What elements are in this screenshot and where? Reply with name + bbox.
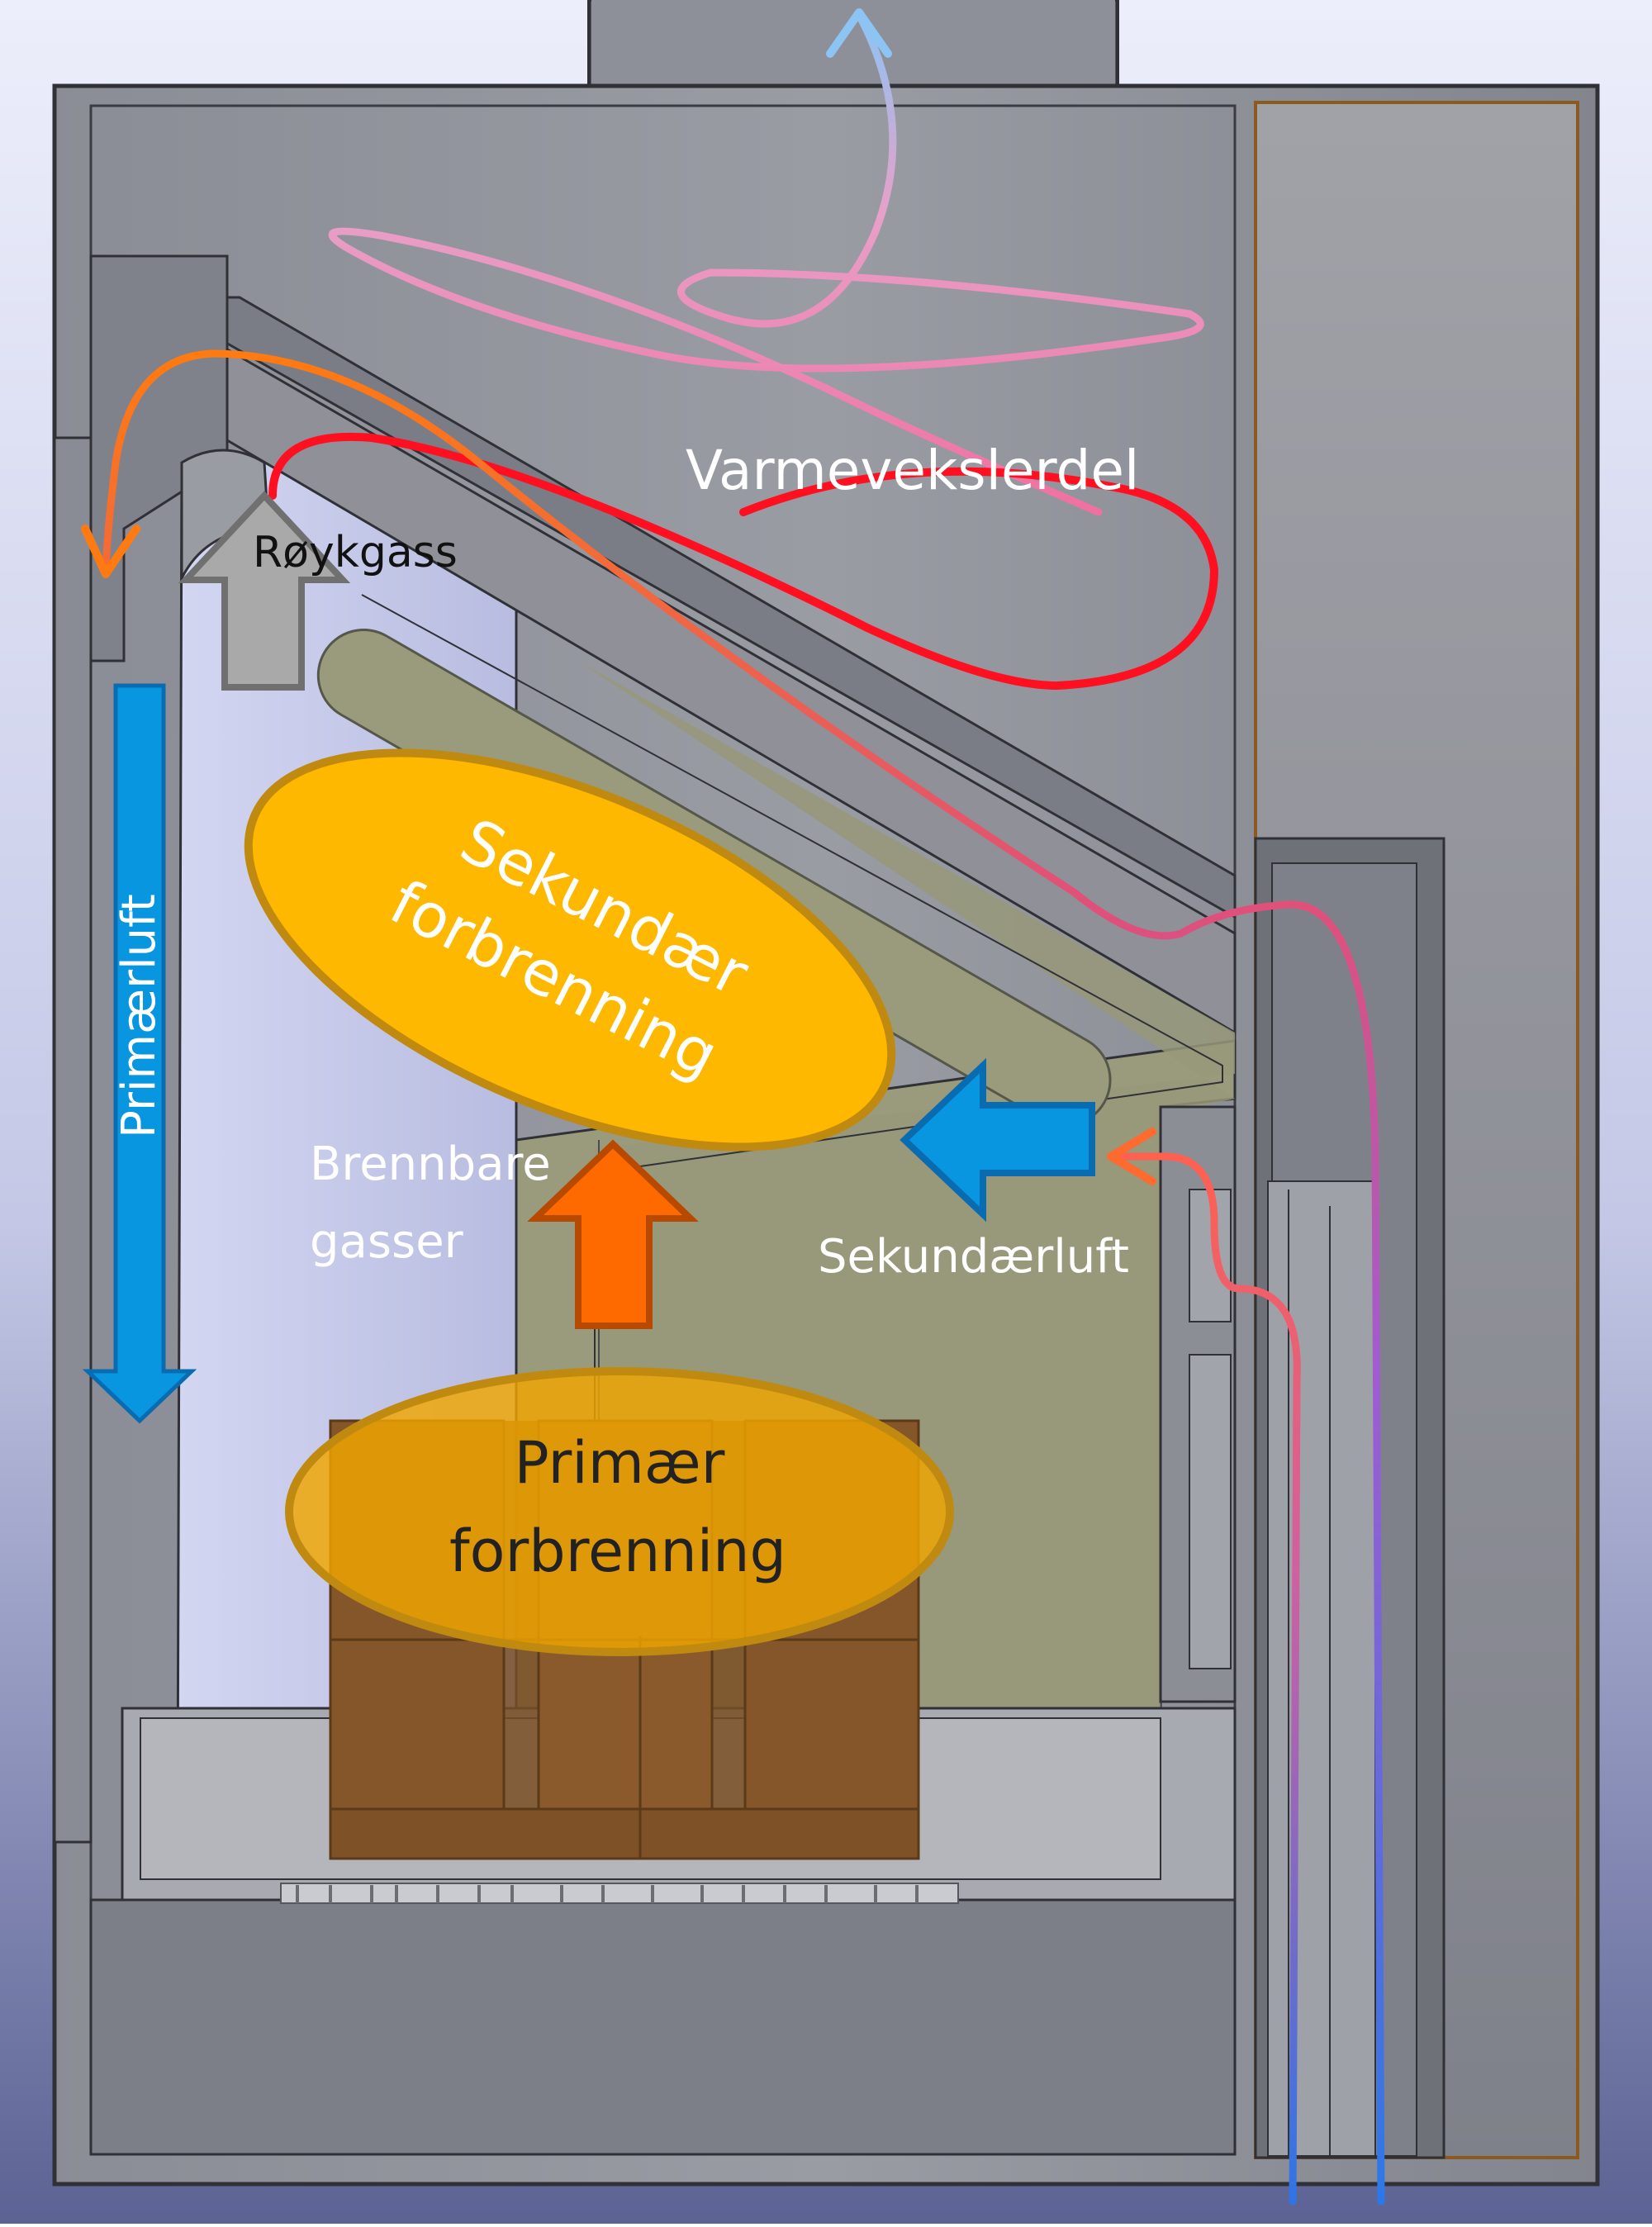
combustible-gases-label-line1: Brennbare	[310, 1137, 551, 1191]
front-arrowhead	[81, 525, 140, 578]
combustible-gases-label-line2: gasser	[310, 1215, 464, 1269]
exhaust-path	[328, 11, 1204, 516]
outer-air-path	[102, 349, 1385, 2206]
gas-flow-paths	[102, 11, 1385, 2206]
secondary-air-arrow	[900, 1057, 1095, 1223]
primary-air-arrow	[82, 683, 197, 1424]
exhaust-arrowhead	[826, 8, 892, 58]
flow-arrowheads	[81, 8, 1156, 1185]
flue-gas-label: Røykgass	[253, 528, 458, 577]
hot-flue-loop	[268, 432, 1219, 691]
combustible-gases-arrow	[527, 1139, 699, 1329]
primary-combustion-label-line1: Primær	[515, 1429, 725, 1497]
heat-exchanger-label: Varmevekslerdel	[686, 439, 1139, 502]
secondary-air-label: Sekundærluft	[818, 1230, 1129, 1284]
secondary-combustion-flame	[244, 748, 896, 1151]
primary-combustion-flame	[285, 1367, 954, 1656]
primary-combustion-label-line2: forbrenning	[449, 1517, 786, 1585]
flue-gas-arrow	[178, 491, 351, 691]
primary-air-label: Primærluft	[112, 894, 166, 1138]
secondary-air-arrowhead	[1107, 1128, 1156, 1185]
secondary-air-path	[1119, 1152, 1301, 2206]
